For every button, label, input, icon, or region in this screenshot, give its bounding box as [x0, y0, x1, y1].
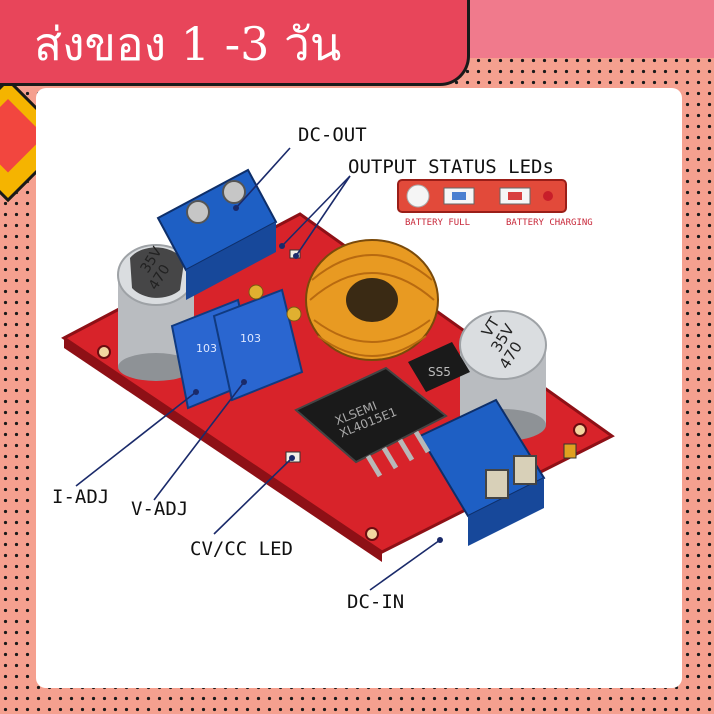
output-status-leds-label: OUTPUT STATUS LEDs: [348, 156, 554, 178]
terminal-block-dc-in: [418, 398, 546, 546]
schottky-diode: SS5: [408, 342, 470, 392]
potentiometer-v-adj: 103: [212, 284, 304, 402]
battery-full-label: BATTERY FULL: [405, 218, 471, 228]
shipping-banner-text: ส่งของ 1 -3 วัน: [34, 17, 342, 71]
dc-out-label: DC-OUT: [298, 124, 367, 146]
svg-text:103: 103: [196, 342, 217, 355]
svg-text:103: 103: [240, 332, 261, 345]
capacitor-left: 470 35V: [117, 244, 195, 381]
i-adj-label: I-ADJ: [52, 486, 110, 508]
shipping-banner: ส่งของ 1 -3 วัน: [0, 0, 470, 86]
dc-in-label: DC-IN: [347, 591, 405, 613]
battery-charging-label: BATTERY CHARGING: [506, 218, 593, 228]
cv-cc-led-label: CV/CC LED: [190, 538, 293, 560]
terminal-block-dc-out: [156, 168, 278, 300]
regulator-chip: XLSEMI XL4015E1: [294, 366, 448, 478]
pcb-board-edge: [64, 338, 382, 562]
output-status-led-strip: [397, 179, 567, 213]
v-adj-label: V-ADJ: [131, 498, 189, 520]
callout-lines: [75, 147, 441, 591]
svg-text:SS5: SS5: [428, 365, 451, 379]
